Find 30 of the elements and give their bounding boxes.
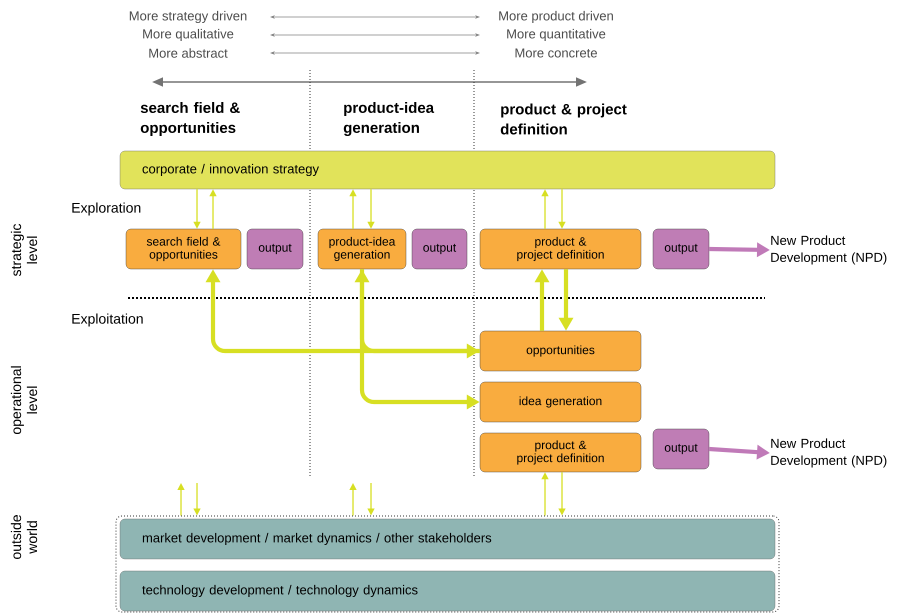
output-box: output — [652, 428, 710, 470]
level-label: strategic level — [10, 224, 38, 276]
result-label: New Product Development (NPD) — [771, 438, 886, 468]
output-box: output — [246, 228, 304, 270]
process-box: product & project definition — [480, 228, 642, 270]
scale-label: More qualitative — [143, 28, 234, 42]
process-box: opportunities — [480, 330, 642, 372]
output-box: output — [652, 228, 710, 270]
column-heading: search field & opportunities — [140, 102, 240, 136]
process-box: product & project definition — [480, 432, 642, 472]
scale-label: More product driven — [499, 10, 613, 24]
scale-label: More concrete — [516, 48, 597, 58]
result-label: New Product Development (NPD) — [771, 235, 886, 265]
scale-label: More abstract — [149, 48, 228, 58]
scale-label: More quantitative — [507, 28, 606, 42]
level-label: outside world — [10, 515, 38, 559]
phase-label: Exploration — [72, 202, 140, 216]
process-box: idea generation — [480, 382, 642, 422]
strategy-band: corporate / innovation strategy — [120, 150, 776, 190]
scale-label: More strategy driven — [130, 10, 246, 24]
phase-label: Exploitation — [72, 313, 143, 327]
output-box: output — [412, 228, 468, 270]
process-box: product-idea generation — [318, 228, 406, 270]
process-box: search field & opportunities — [126, 228, 242, 270]
outside-world-frame — [116, 516, 780, 612]
environment-band: technology development / technology dynamics — [120, 570, 776, 612]
column-heading: product & project definition — [500, 104, 627, 134]
column-heading: product-idea generation — [344, 102, 434, 136]
level-label: operational level — [10, 366, 38, 434]
environment-band: market development / market dynamics / other stakeholders — [120, 518, 776, 560]
